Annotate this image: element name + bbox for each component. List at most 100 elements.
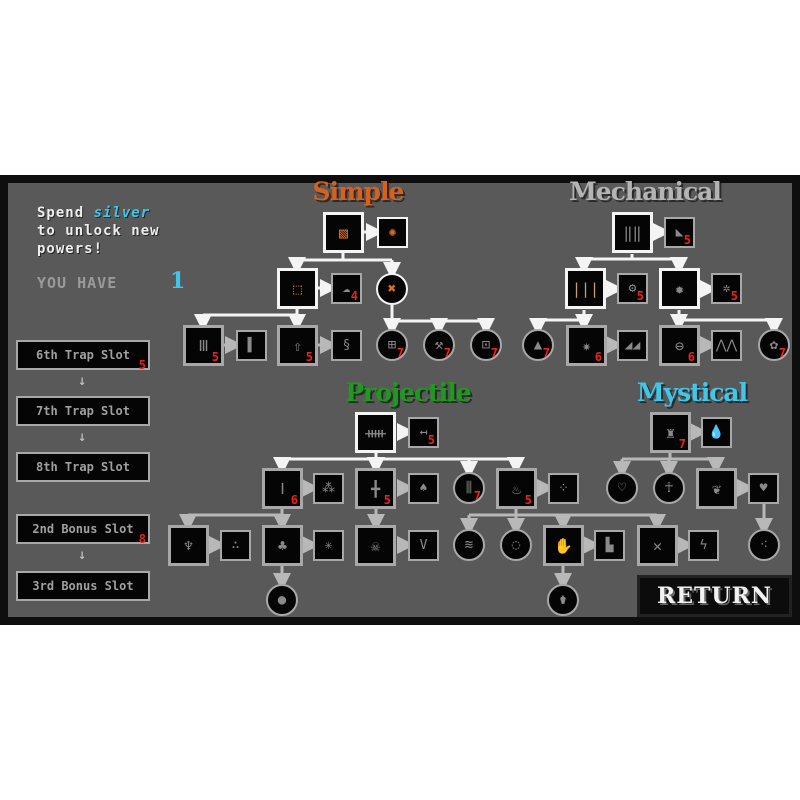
drop-icon: 💧 <box>708 425 725 440</box>
cost-badge: 7 <box>490 346 498 360</box>
wave-icon: ≋ <box>464 537 474 553</box>
mechanical-node-tree[interactable]: ▲7 <box>522 329 554 361</box>
projectile-node-burst[interactable]: ✳ <box>313 530 344 561</box>
slot-label: 6th Trap Slot <box>36 348 130 362</box>
projectile-node-bomb[interactable]: ♣ <box>262 525 303 566</box>
cost-badge: 7 <box>778 346 786 360</box>
mechanical-node-blade[interactable]: ◣5 <box>664 217 695 248</box>
mechanical-node-pipes[interactable]: ||| <box>565 268 606 309</box>
spike-wall-icon: ▌ <box>247 338 256 353</box>
projectile-node-urn[interactable]: ⚱ <box>547 584 579 616</box>
mystical-node-totem[interactable]: ♜7 <box>650 412 691 453</box>
mystical-node-sparkles[interactable]: ⁖ <box>748 529 780 561</box>
crossed-tools-icon: ✖ <box>387 281 397 297</box>
tree-icon: ▲ <box>533 337 543 353</box>
mystical-node-vine[interactable]: ❦ <box>696 468 737 509</box>
flame-burner-icon: ✹ <box>674 279 685 298</box>
cost-badge: 5 <box>427 433 435 447</box>
tree-title-simple: Simple <box>312 177 405 206</box>
projectile-node-skull[interactable]: ☠ <box>355 525 396 566</box>
projectile-node-boots[interactable]: ▙ <box>594 530 625 561</box>
skull-icon: ☠ <box>370 536 381 555</box>
projectile-node-crack[interactable]: ϟ <box>688 530 719 561</box>
cloud-icon: ☁ <box>342 281 351 296</box>
heart-shield-icon: ♡ <box>617 480 627 496</box>
projectile-node-spray[interactable]: ⁘ <box>548 473 579 504</box>
projectile-node-flame[interactable]: ♨5 <box>496 468 537 509</box>
burst-icon: ✳ <box>324 538 333 553</box>
projectile-node-cross-turret[interactable]: ╋5 <box>355 468 396 509</box>
cost-badge: 5 <box>211 350 219 364</box>
projectile-node-grid[interactable]: ⁂ <box>313 473 344 504</box>
cross-turret-icon: ╋ <box>370 479 381 498</box>
mechanical-node-gear[interactable]: ⚙5 <box>617 273 648 304</box>
tree-title-mechanical: Mechanical <box>569 177 722 206</box>
simple-node-mine[interactable]: ✺ <box>377 217 408 248</box>
mystical-node-drop[interactable]: 💧 <box>701 417 732 448</box>
ring-icon: ◌ <box>511 537 521 553</box>
mystical-node-ankh[interactable]: ☥ <box>653 472 685 504</box>
coil-icon: § <box>342 338 351 353</box>
grid-trap-icon: ⊞ <box>387 337 397 353</box>
simple-node-coil[interactable]: § <box>331 330 362 361</box>
hammer-icon: ⚒ <box>434 337 444 353</box>
crate-trap-icon: ▧ <box>338 223 349 242</box>
projectile-node-rocket[interactable]: ♠ <box>408 473 439 504</box>
simple-node-crossed-tools[interactable]: ✖ <box>376 273 408 305</box>
simple-node-cloud[interactable]: ☁4 <box>331 273 362 304</box>
pillars-icon: Ⅲ <box>198 336 209 355</box>
grid-icon: ⁂ <box>322 481 335 496</box>
simple-node-grid-trap[interactable]: ⊞7 <box>376 329 408 361</box>
mechanical-node-gear-blob[interactable]: ✲5 <box>711 273 742 304</box>
spikes-icon: ‖‖ <box>623 223 642 242</box>
projectile-node-ring[interactable]: ◌ <box>500 529 532 561</box>
slot-button-4[interactable]: 3rd Bonus Slot <box>16 571 150 601</box>
return-button[interactable]: RETURN <box>637 575 792 617</box>
silver-word: silver <box>93 205 151 221</box>
simple-node-chip[interactable]: ⊡7 <box>470 329 502 361</box>
projectile-node-dart[interactable]: ↤5 <box>408 417 439 448</box>
slot-label: 8th Trap Slot <box>36 460 130 474</box>
mystical-node-hearts[interactable]: ♥ <box>748 473 779 504</box>
intro-line3: powers! <box>37 241 104 257</box>
mechanical-node-disc[interactable]: ⊖6 <box>659 325 700 366</box>
slot-label: 7th Trap Slot <box>36 404 130 418</box>
mechanical-node-zigzag[interactable]: ⋀⋀ <box>711 330 742 361</box>
slot-cost: 8 <box>138 532 146 546</box>
mechanical-node-saw-teeth[interactable]: ◢◢ <box>617 330 648 361</box>
mechanical-node-sawblade[interactable]: ✷6 <box>566 325 607 366</box>
simple-node-crate-trap[interactable]: ▧ <box>323 212 364 253</box>
bubbles-icon: ∴ <box>231 538 240 553</box>
mechanical-node-flame-burner[interactable]: ✹ <box>659 268 700 309</box>
projectile-node-vase[interactable]: ♆ <box>168 525 209 566</box>
intro-line1: Spend <box>37 205 94 221</box>
projectile-node-multi-turret[interactable]: ⫼7 <box>453 472 485 504</box>
projectile-node-turret[interactable]: ᚔ <box>355 412 396 453</box>
projectile-node-fire-hand[interactable]: ✋ <box>543 525 584 566</box>
frame-trap-icon: ⬚ <box>292 279 303 298</box>
cost-badge: 7 <box>678 437 686 451</box>
slot-button-1[interactable]: 7th Trap Slot <box>16 396 150 426</box>
simple-node-hammer[interactable]: ⚒7 <box>423 329 455 361</box>
mechanical-node-splatter[interactable]: ✿7 <box>758 329 790 361</box>
simple-node-arrow-box[interactable]: ⇧5 <box>277 325 318 366</box>
simple-node-frame-trap[interactable]: ⬚ <box>277 268 318 309</box>
return-label: RETURN <box>656 583 772 609</box>
projectile-node-bomb-pot[interactable]: ● <box>266 584 298 616</box>
slot-button-2[interactable]: 8th Trap Slot <box>16 452 150 482</box>
mechanical-node-spikes[interactable]: ‖‖ <box>612 212 653 253</box>
turret-icon: ᚔ <box>365 423 386 442</box>
crack-icon: ϟ <box>699 538 708 553</box>
simple-node-spike-wall[interactable]: ▌ <box>236 330 267 361</box>
mystical-node-heart-shield[interactable]: ♡ <box>606 472 638 504</box>
intro-line2: to unlock new <box>37 223 160 239</box>
projectile-node-wave[interactable]: ≋ <box>453 529 485 561</box>
projectile-node-bubbles[interactable]: ∴ <box>220 530 251 561</box>
projectile-node-v-blade[interactable]: V <box>408 530 439 561</box>
projectile-node-cross-bones[interactable]: ✕ <box>637 525 678 566</box>
